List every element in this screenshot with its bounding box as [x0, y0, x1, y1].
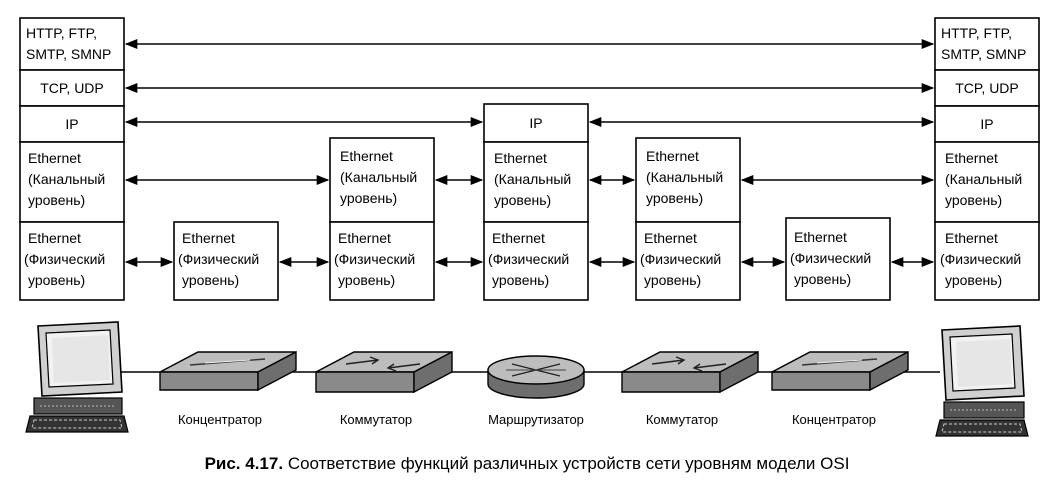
right-datalink-line3: уровень) — [945, 192, 1002, 208]
switch1-datalink-line3: уровень) — [340, 190, 397, 206]
figure-caption-text: Соответствие функций различных устройств… — [287, 454, 850, 473]
stack-right: HTTP, FTP, SMTP, SMNP TCP, UDP IP Ethern… — [934, 17, 1040, 301]
switch1-device-label: Коммутатор — [340, 412, 412, 427]
router-network-layer-box — [483, 103, 589, 143]
stack-hub1: Ethernet (Физический уровень) — [173, 221, 279, 301]
left-transport-layer-box — [19, 69, 125, 107]
switch2-physical-line2: (Физический — [640, 251, 721, 267]
stack-switch2: Ethernet (Канальный уровень) Ethernet (Ф… — [635, 137, 741, 301]
switch2-physical-line3: уровень) — [644, 272, 701, 288]
right-app-layer-box — [934, 17, 1040, 71]
hub2-device-label: Концентратор — [792, 412, 876, 427]
left-datalink-layer-box — [19, 141, 125, 223]
hub1-physical-line2: (Физический — [178, 251, 259, 267]
right-physical-line1: Ethernet — [945, 230, 998, 246]
hub2-physical-line1: Ethernet — [794, 229, 847, 245]
computer-right-icon — [935, 325, 1029, 437]
switch2-datalink-line3: уровень) — [646, 190, 703, 206]
left-physical-line2: (Физический — [24, 251, 105, 267]
figure-caption: Рис. 4.17. Соответствие функций различны… — [0, 454, 1054, 474]
switch1-datalink-line2: (Канальный — [340, 169, 417, 185]
router-physical-line1: Ethernet — [492, 230, 545, 246]
router-physical-layer-box — [483, 221, 589, 301]
switch1-physical-layer-box — [329, 221, 435, 301]
left-physical-line3: уровень) — [28, 272, 85, 288]
stack-router: IP Ethernet (Канальный уровень) Ethernet… — [483, 103, 589, 301]
switch1-physical-line2: (Физический — [334, 251, 415, 267]
switch1-datalink-layer-box — [329, 137, 435, 223]
right-physical-layer-box — [934, 221, 1040, 301]
left-network-label: IP — [65, 116, 78, 132]
switch2-datalink-line1: Ethernet — [646, 148, 699, 164]
left-physical-line1: Ethernet — [28, 230, 81, 246]
left-app-line2: SMTP, SMNP — [26, 46, 111, 62]
switch2-physical-line1: Ethernet — [644, 230, 697, 246]
hub1-physical-line3: уровень) — [182, 272, 239, 288]
right-app-line2: SMTP, SMNP — [941, 46, 1026, 62]
right-physical-line2: (Физический — [940, 251, 1021, 267]
right-network-label: IP — [980, 116, 993, 132]
right-transport-label: TCP, UDP — [955, 80, 1019, 96]
switch2-device-label: Коммутатор — [646, 412, 718, 427]
left-datalink-line3: уровень) — [28, 192, 85, 208]
router-datalink-line1: Ethernet — [494, 150, 547, 166]
figure-number: Рис. 4.17. — [204, 454, 284, 473]
computer-left-icon — [25, 321, 129, 433]
hub2-physical-line2: (Физический — [790, 250, 871, 266]
left-transport-label: TCP, UDP — [40, 80, 104, 96]
switch1-physical-line3: уровень) — [338, 272, 395, 288]
right-physical-line3: уровень) — [945, 272, 1002, 288]
right-datalink-line2: (Канальный — [945, 171, 1022, 187]
hub1-physical-layer-box — [173, 221, 279, 301]
switch1-datalink-line1: Ethernet — [340, 148, 393, 164]
router-network-label: IP — [529, 115, 542, 131]
switch2-datalink-line2: (Канальный — [646, 169, 723, 185]
stack-switch1: Ethernet (Канальный уровень) Ethernet (Ф… — [329, 137, 435, 301]
left-datalink-line1: Ethernet — [28, 150, 81, 166]
router-device-label: Маршрутизатор — [488, 412, 584, 427]
left-physical-layer-box — [19, 221, 125, 301]
right-datalink-line1: Ethernet — [945, 150, 998, 166]
router-datalink-line2: (Канальный — [494, 171, 571, 187]
switch2-datalink-layer-box — [635, 137, 741, 223]
stack-hub2: Ethernet (Физический уровень) — [785, 217, 891, 301]
osi-device-diagram: HTTP, FTP, SMTP, SMNP TCP, UDP IP Ethern… — [19, 17, 1040, 437]
hub1-device-label: Концентратор — [178, 412, 262, 427]
stack-left: HTTP, FTP, SMTP, SMNP TCP, UDP IP Ethern… — [19, 17, 125, 301]
switch2-device-icon — [621, 350, 759, 394]
hub2-physical-layer-box — [785, 217, 891, 301]
switch1-physical-line1: Ethernet — [338, 230, 391, 246]
router-device-icon — [487, 355, 585, 399]
switch1-device-icon — [315, 350, 453, 394]
hub2-device-icon — [771, 350, 909, 392]
router-datalink-line3: уровень) — [494, 192, 551, 208]
hub2-physical-line3: уровень) — [794, 271, 851, 287]
right-network-layer-box — [934, 105, 1040, 143]
left-app-line1: HTTP, FTP, — [26, 25, 97, 41]
right-app-line1: HTTP, FTP, — [941, 25, 1012, 41]
left-app-layer-box — [19, 17, 125, 71]
hub1-physical-line1: Ethernet — [182, 230, 235, 246]
router-physical-line3: уровень) — [492, 272, 549, 288]
left-datalink-line2: (Канальный — [28, 171, 105, 187]
hub1-device-icon — [159, 350, 297, 392]
router-physical-line2: (Физический — [488, 251, 569, 267]
switch2-physical-layer-box — [635, 221, 741, 301]
